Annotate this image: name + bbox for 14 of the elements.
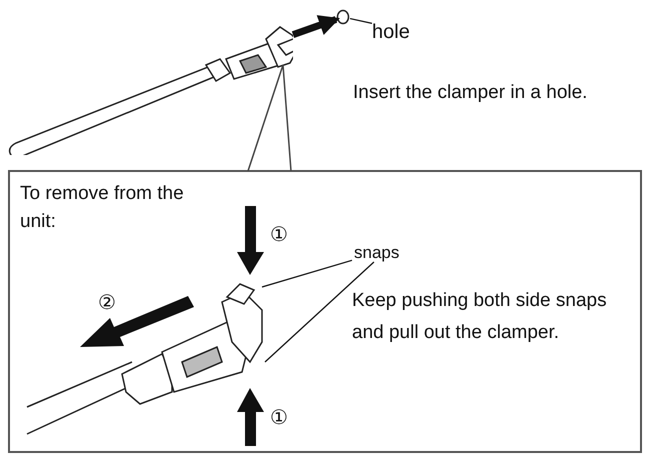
hole-ring xyxy=(336,9,350,25)
leader-line xyxy=(262,260,352,288)
step-number: ① xyxy=(270,406,289,431)
arrow xyxy=(292,15,340,38)
step-number: ① xyxy=(270,223,289,248)
callout-panel xyxy=(8,170,642,453)
label-text: snaps xyxy=(354,240,424,264)
label-text: hole xyxy=(372,17,432,43)
leader-line xyxy=(350,18,372,24)
leader-line xyxy=(264,262,374,362)
step-number: ② xyxy=(98,291,117,316)
instruction-text: Keep pushing both side snaps and pull out the clamper. xyxy=(352,289,608,345)
panel-heading: To remove from the unit: xyxy=(20,182,185,234)
instruction-text: Insert the clamper in a hole. xyxy=(353,81,588,105)
